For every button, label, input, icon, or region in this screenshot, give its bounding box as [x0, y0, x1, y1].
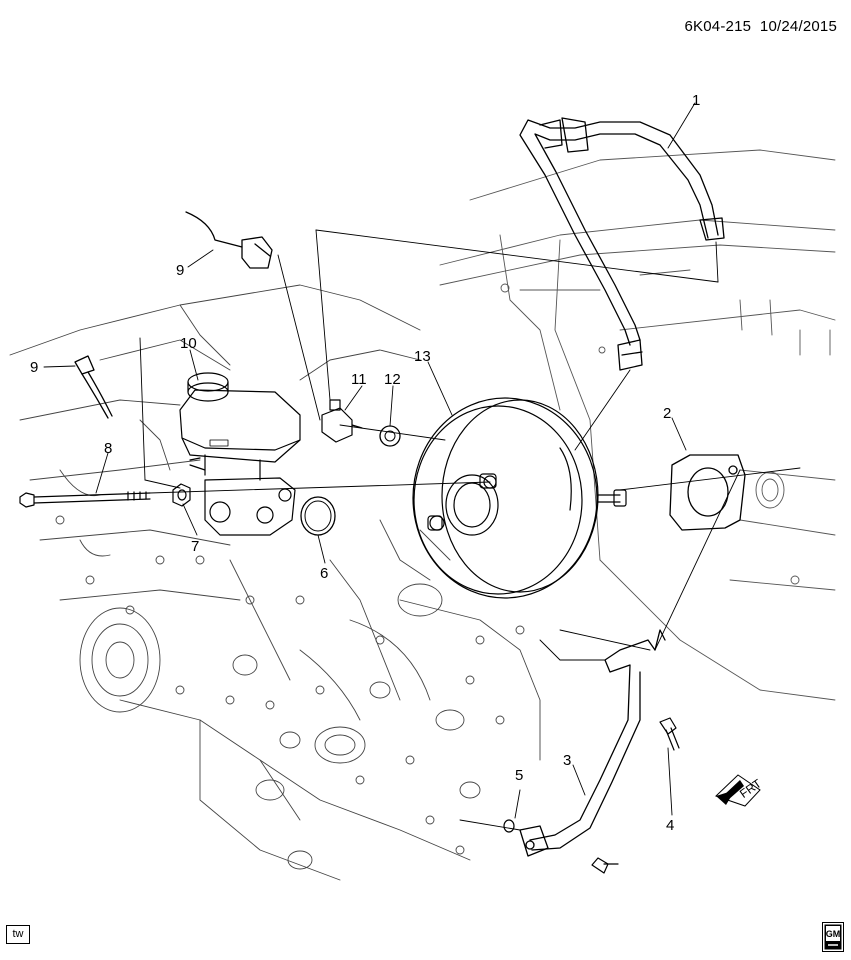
- callout-6: 6: [320, 565, 328, 582]
- callout-5: 5: [515, 767, 523, 784]
- harness-9-left: [74, 355, 113, 419]
- connector-9-top: [185, 211, 273, 269]
- callout-2: 2: [663, 405, 671, 422]
- vacuum-hose-1: [519, 117, 725, 371]
- callout-1: 1: [692, 92, 700, 109]
- diagram-id: 6K04-215 10/24/2015: [685, 18, 837, 35]
- callout-4: 4: [666, 817, 674, 834]
- vacuum-pipe-3: [519, 629, 666, 857]
- tw-badge: tw: [6, 925, 30, 944]
- diagram-date: 10/24/2015: [759, 18, 837, 35]
- leader-lines: [43, 102, 801, 831]
- seal-6: [300, 496, 336, 536]
- nut-7: [172, 483, 191, 507]
- gm-logo: GM: [822, 922, 844, 952]
- callout-3: 3: [563, 752, 571, 769]
- callout-10: 10: [180, 335, 197, 352]
- gasket-2: [669, 454, 746, 531]
- sensor-11: [321, 399, 363, 443]
- bolt-8: [19, 491, 151, 508]
- callout-9-top: 9: [176, 262, 184, 279]
- brake-booster: [412, 397, 627, 599]
- grommet-12: [379, 425, 401, 447]
- diagram-number: 6K04-215: [684, 18, 752, 35]
- body-structure: [439, 149, 836, 701]
- callout-9-left: 9: [30, 359, 38, 376]
- callout-12: 12: [384, 371, 401, 388]
- front-direction-icon: FRT: [715, 774, 765, 807]
- bolt-4: [591, 717, 680, 874]
- callout-7: 7: [191, 538, 199, 555]
- callout-11: 11: [351, 371, 367, 388]
- callout-13: 13: [414, 348, 431, 365]
- callout-8: 8: [104, 440, 112, 457]
- master-cylinder: [179, 372, 301, 536]
- callout-labels: 1 2 3 4 5 6 7 8 9 9 10 11 12 13: [30, 92, 700, 834]
- washer-5: [503, 819, 515, 833]
- svg-text:GM: GM: [826, 929, 841, 939]
- engine-block: [9, 284, 541, 881]
